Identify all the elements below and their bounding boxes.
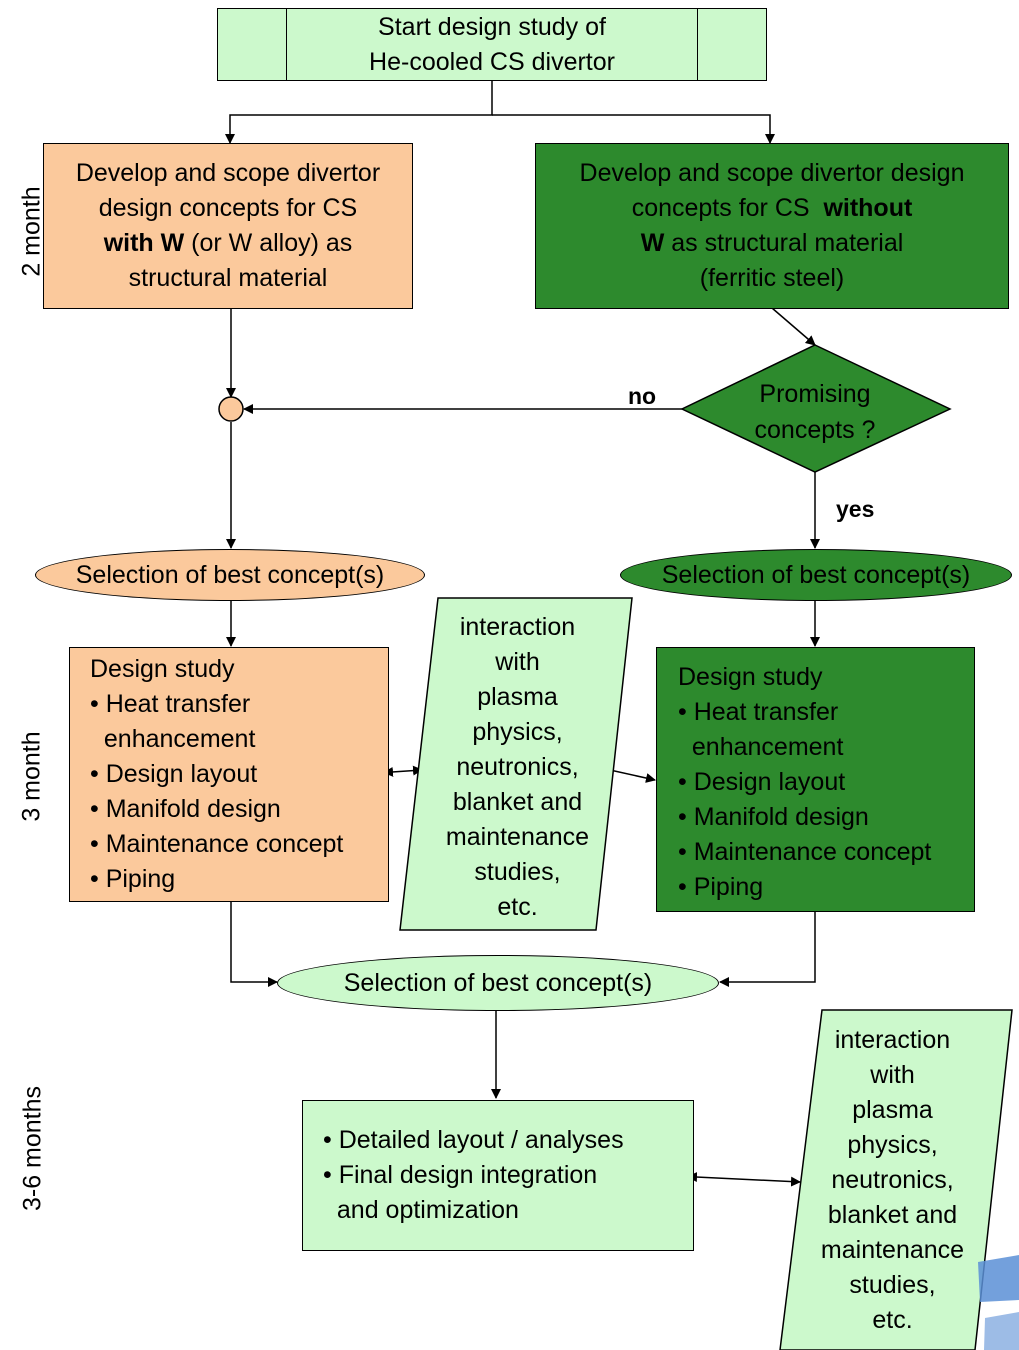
final-design-box: • Detailed layout / analyses • Final des… [302, 1100, 694, 1251]
selection-final-label: Selection of best concept(s) [343, 968, 653, 997]
develop-with-w-box: Develop and scope divertor design concep… [43, 143, 413, 309]
interaction-2-line: physics, [847, 1131, 938, 1159]
design-study-right-title: Design study [678, 663, 823, 691]
develop-left-line-3-rest: (or W alloy) as [184, 229, 353, 257]
start-line-1: Start design study of [378, 12, 606, 41]
double-arrow-final [687, 1172, 801, 1187]
selection-oval-right: Selection of best concept(s) [620, 549, 1012, 601]
merge-node [218, 396, 244, 422]
develop-left-line-1: Develop and scope divertor [75, 159, 381, 187]
selection-right-label: Selection of best concept(s) [661, 560, 971, 589]
start-line-2: He-cooled CS divertor [369, 47, 615, 76]
design-study-left-box: Design study • Heat transfer enhancement… [69, 647, 389, 902]
list-item: • Piping [678, 873, 764, 901]
selection-left-label: Selection of best concept(s) [75, 560, 385, 589]
arrow-right-to-decision [771, 307, 816, 346]
decision-line-2: concepts ? [754, 416, 876, 444]
interaction-2-line: neutronics, [831, 1166, 954, 1194]
duration-label-3-6-months: 3-6 months [18, 1085, 47, 1212]
list-item: • Manifold design [678, 803, 869, 831]
selection-oval-final: Selection of best concept(s) [277, 955, 719, 1011]
interaction-2-line: studies, [849, 1271, 936, 1299]
start-box: Start design study of He-cooled CS diver… [217, 8, 767, 81]
list-item: • Detailed layout / analyses [323, 1126, 624, 1154]
interaction-1-line: interaction [459, 613, 576, 641]
interaction-1-line: plasma [477, 683, 558, 711]
list-item: • Manifold design [90, 795, 281, 823]
yes-label: yes [836, 496, 875, 522]
interaction-1-line: physics, [472, 718, 563, 746]
interaction-1-line: etc. [497, 893, 538, 921]
design-study-right-list: • Heat transfer enhancement • Design lay… [678, 695, 974, 905]
list-item: • Heat transfer [678, 698, 839, 726]
interaction-2-line: blanket and [827, 1201, 958, 1229]
double-arrow-left [383, 765, 423, 777]
no-label: no [628, 383, 657, 409]
develop-left-line-3: with W (or W alloy) as [104, 226, 353, 261]
interaction-1-line: maintenance [445, 823, 590, 851]
decision-text: Promising concepts ? [720, 376, 910, 448]
w-bold: W [640, 229, 665, 257]
arrow-right-study-to-sel [719, 912, 816, 987]
duration-label-3-month: 3 month [17, 731, 46, 822]
list-item: • Design layout [90, 760, 258, 788]
list-item: • Piping [90, 865, 176, 893]
selection-oval-left: Selection of best concept(s) [35, 549, 425, 601]
with-w-bold: with W [103, 229, 185, 257]
list-item: • Heat transfer [90, 690, 251, 718]
without-bold: without [823, 194, 913, 222]
develop-right-line-4: (ferritic steel) [699, 264, 845, 292]
develop-right-line-1: Develop and scope divertor design [579, 159, 965, 187]
interaction-text-2: interaction with plasma physics, neutron… [800, 1023, 985, 1338]
interaction-2-line: maintenance [820, 1236, 965, 1264]
develop-right-line-3-rest: as structural material [664, 229, 904, 257]
arrow-start-left [225, 80, 493, 144]
design-study-right-box: Design study • Heat transfer enhancement… [656, 647, 975, 912]
arrow-start-right [492, 114, 775, 144]
design-study-left-list: • Heat transfer enhancement • Design lay… [90, 687, 388, 897]
interaction-1-line: neutronics, [456, 753, 579, 781]
develop-without-w-box: Develop and scope divertor design concep… [535, 143, 1009, 309]
interaction-1-line: blanket and [452, 788, 583, 816]
interaction-shape-2 [779, 1009, 1013, 1350]
interaction-2-line: plasma [852, 1096, 933, 1124]
interaction-1-line: with [495, 648, 540, 676]
list-item: • Maintenance concept [90, 830, 344, 858]
decision-diamond [680, 344, 952, 473]
interaction-2-line: with [870, 1061, 915, 1089]
design-study-left-title: Design study [90, 655, 235, 683]
list-item: • Maintenance concept [678, 838, 932, 866]
final-design-list: • Detailed layout / analyses • Final des… [323, 1123, 693, 1228]
list-item: enhancement [678, 733, 844, 761]
develop-left-line-2: design concepts for CS [98, 194, 358, 222]
interaction-2-line: etc. [872, 1306, 913, 1334]
double-arrow-right [601, 765, 656, 783]
logo-fragment [978, 1255, 1019, 1350]
list-item: enhancement [90, 725, 256, 753]
list-item: • Final design integration [323, 1161, 598, 1189]
decision-line-1: Promising [759, 380, 871, 408]
list-item: • Design layout [678, 768, 846, 796]
develop-left-line-4: structural material [128, 264, 328, 292]
interaction-1-line: studies, [474, 858, 561, 886]
list-item: and optimization [323, 1196, 519, 1224]
develop-right-line-2: concepts for CS without [632, 191, 913, 226]
arrow-left-study-to-sel [230, 902, 278, 987]
develop-right-line-2-pre: concepts for CS [631, 194, 824, 222]
interaction-shape-1 [399, 597, 633, 931]
interaction-text-1: interaction with plasma physics, neutron… [425, 610, 610, 925]
develop-right-line-3: W as structural material [641, 226, 904, 261]
duration-label-2-month: 2 month [17, 186, 46, 277]
interaction-2-line: interaction [834, 1026, 951, 1054]
